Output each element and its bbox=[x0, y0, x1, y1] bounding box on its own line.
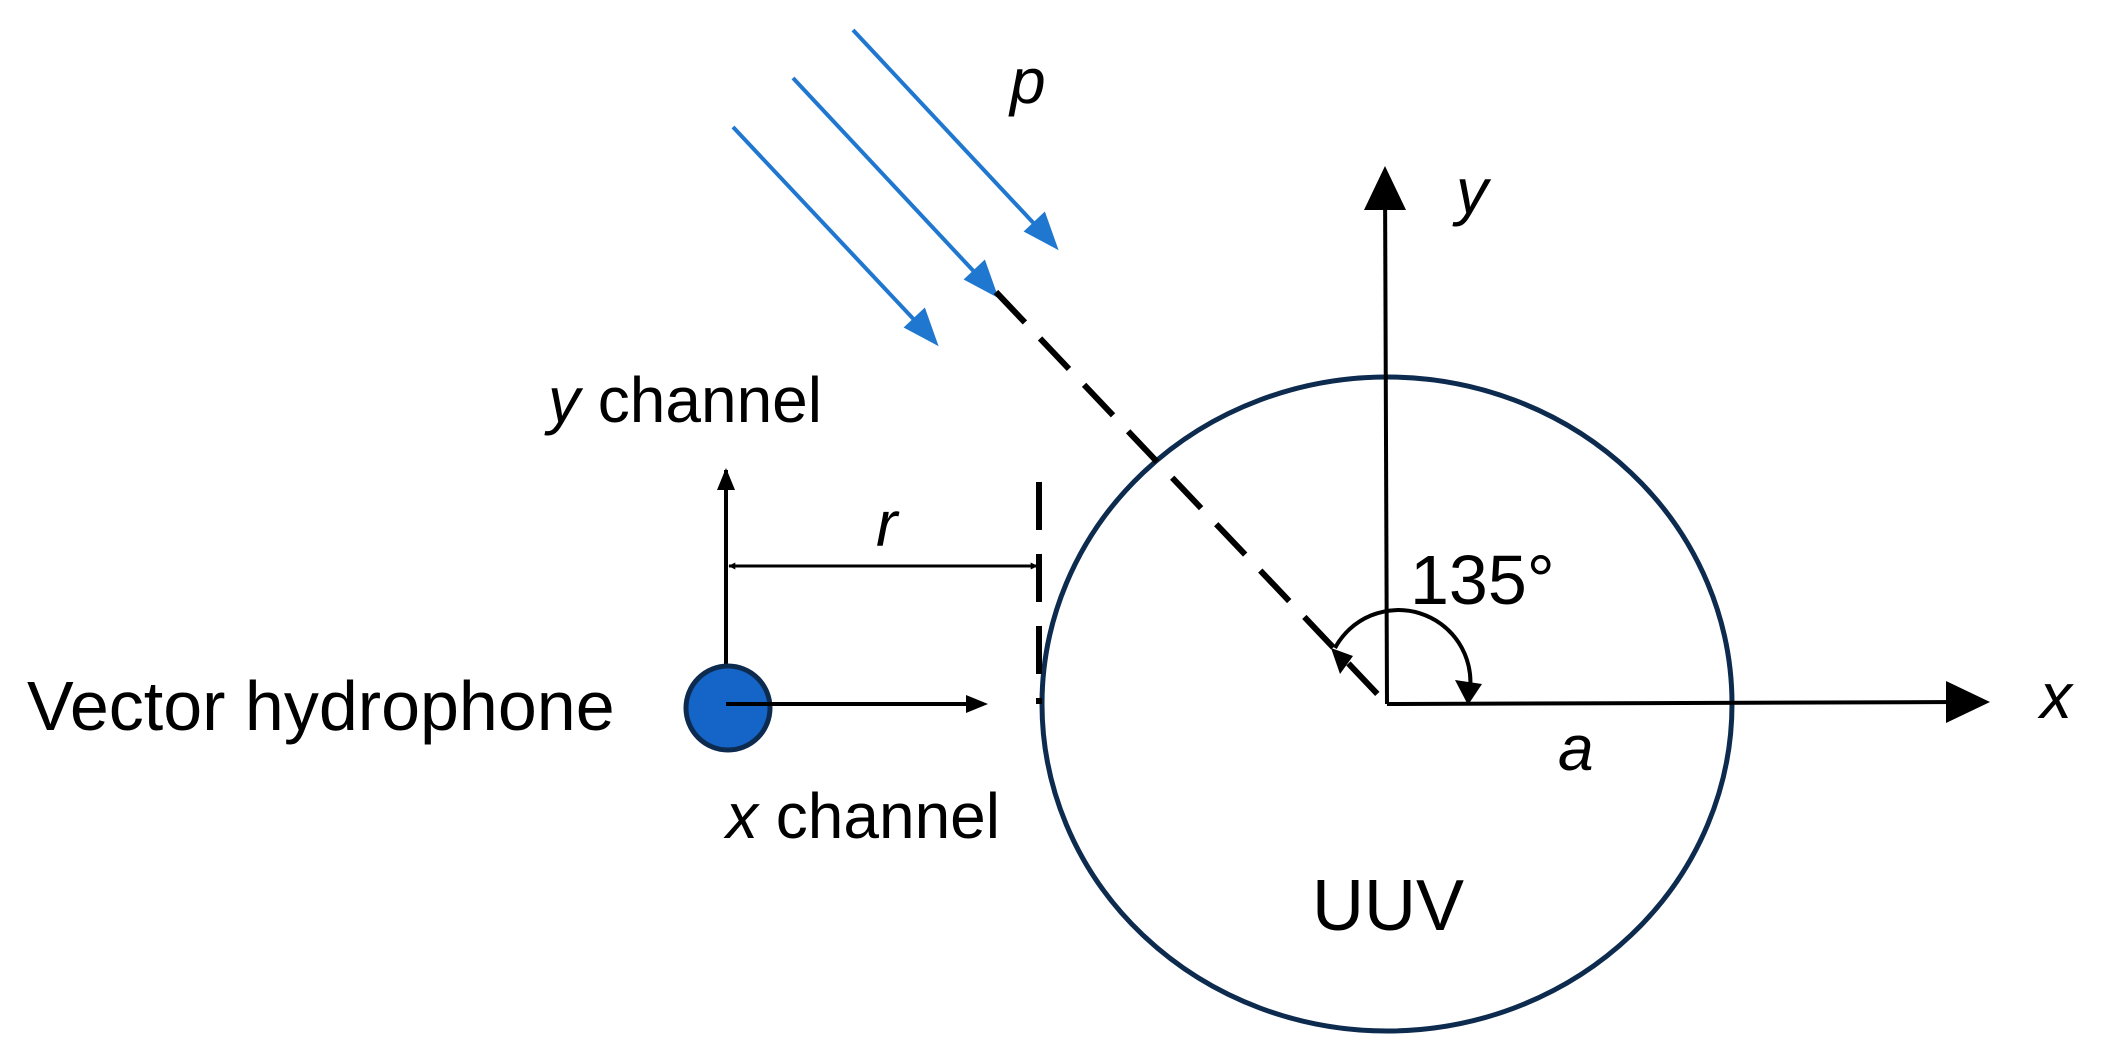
x-axis-arrowhead bbox=[1946, 681, 1990, 723]
angle-arrowhead-wave bbox=[1331, 648, 1353, 674]
angle-arc bbox=[1333, 608, 1473, 691]
wave-arrow bbox=[791, 76, 982, 280]
wave-label: p bbox=[1008, 45, 1046, 117]
angle-label: 135° bbox=[1410, 541, 1555, 619]
hydrophone-label: Vector hydrophone bbox=[27, 667, 615, 745]
incident-wave-arrows bbox=[731, 28, 1059, 347]
propagation-direction-line bbox=[993, 289, 1388, 705]
y-channel-label: y channel bbox=[544, 364, 822, 436]
radius-label: a bbox=[1558, 712, 1594, 784]
x-axis-label: x bbox=[2037, 660, 2074, 732]
vector-hydrophone bbox=[683, 663, 773, 753]
wave-arrow bbox=[851, 28, 1042, 232]
y-axis bbox=[1383, 177, 1389, 705]
angle-arrowhead-x bbox=[1455, 680, 1482, 705]
wave-arrow bbox=[731, 125, 922, 328]
y-axis-arrowhead bbox=[1364, 166, 1406, 210]
hydrophone-y-channel-arrowhead bbox=[717, 468, 735, 490]
x-channel-label: x channel bbox=[723, 780, 1000, 852]
y-axis-label: y bbox=[1452, 155, 1492, 227]
wave-arrowhead bbox=[903, 307, 939, 347]
range-label: r bbox=[876, 488, 900, 560]
x-axis bbox=[1386, 700, 1961, 706]
uuv-label: UUV bbox=[1312, 866, 1464, 946]
hydrophone-x-channel-arrowhead bbox=[966, 695, 988, 713]
wave-arrowhead bbox=[1023, 211, 1059, 251]
wave-arrowhead bbox=[963, 259, 999, 299]
